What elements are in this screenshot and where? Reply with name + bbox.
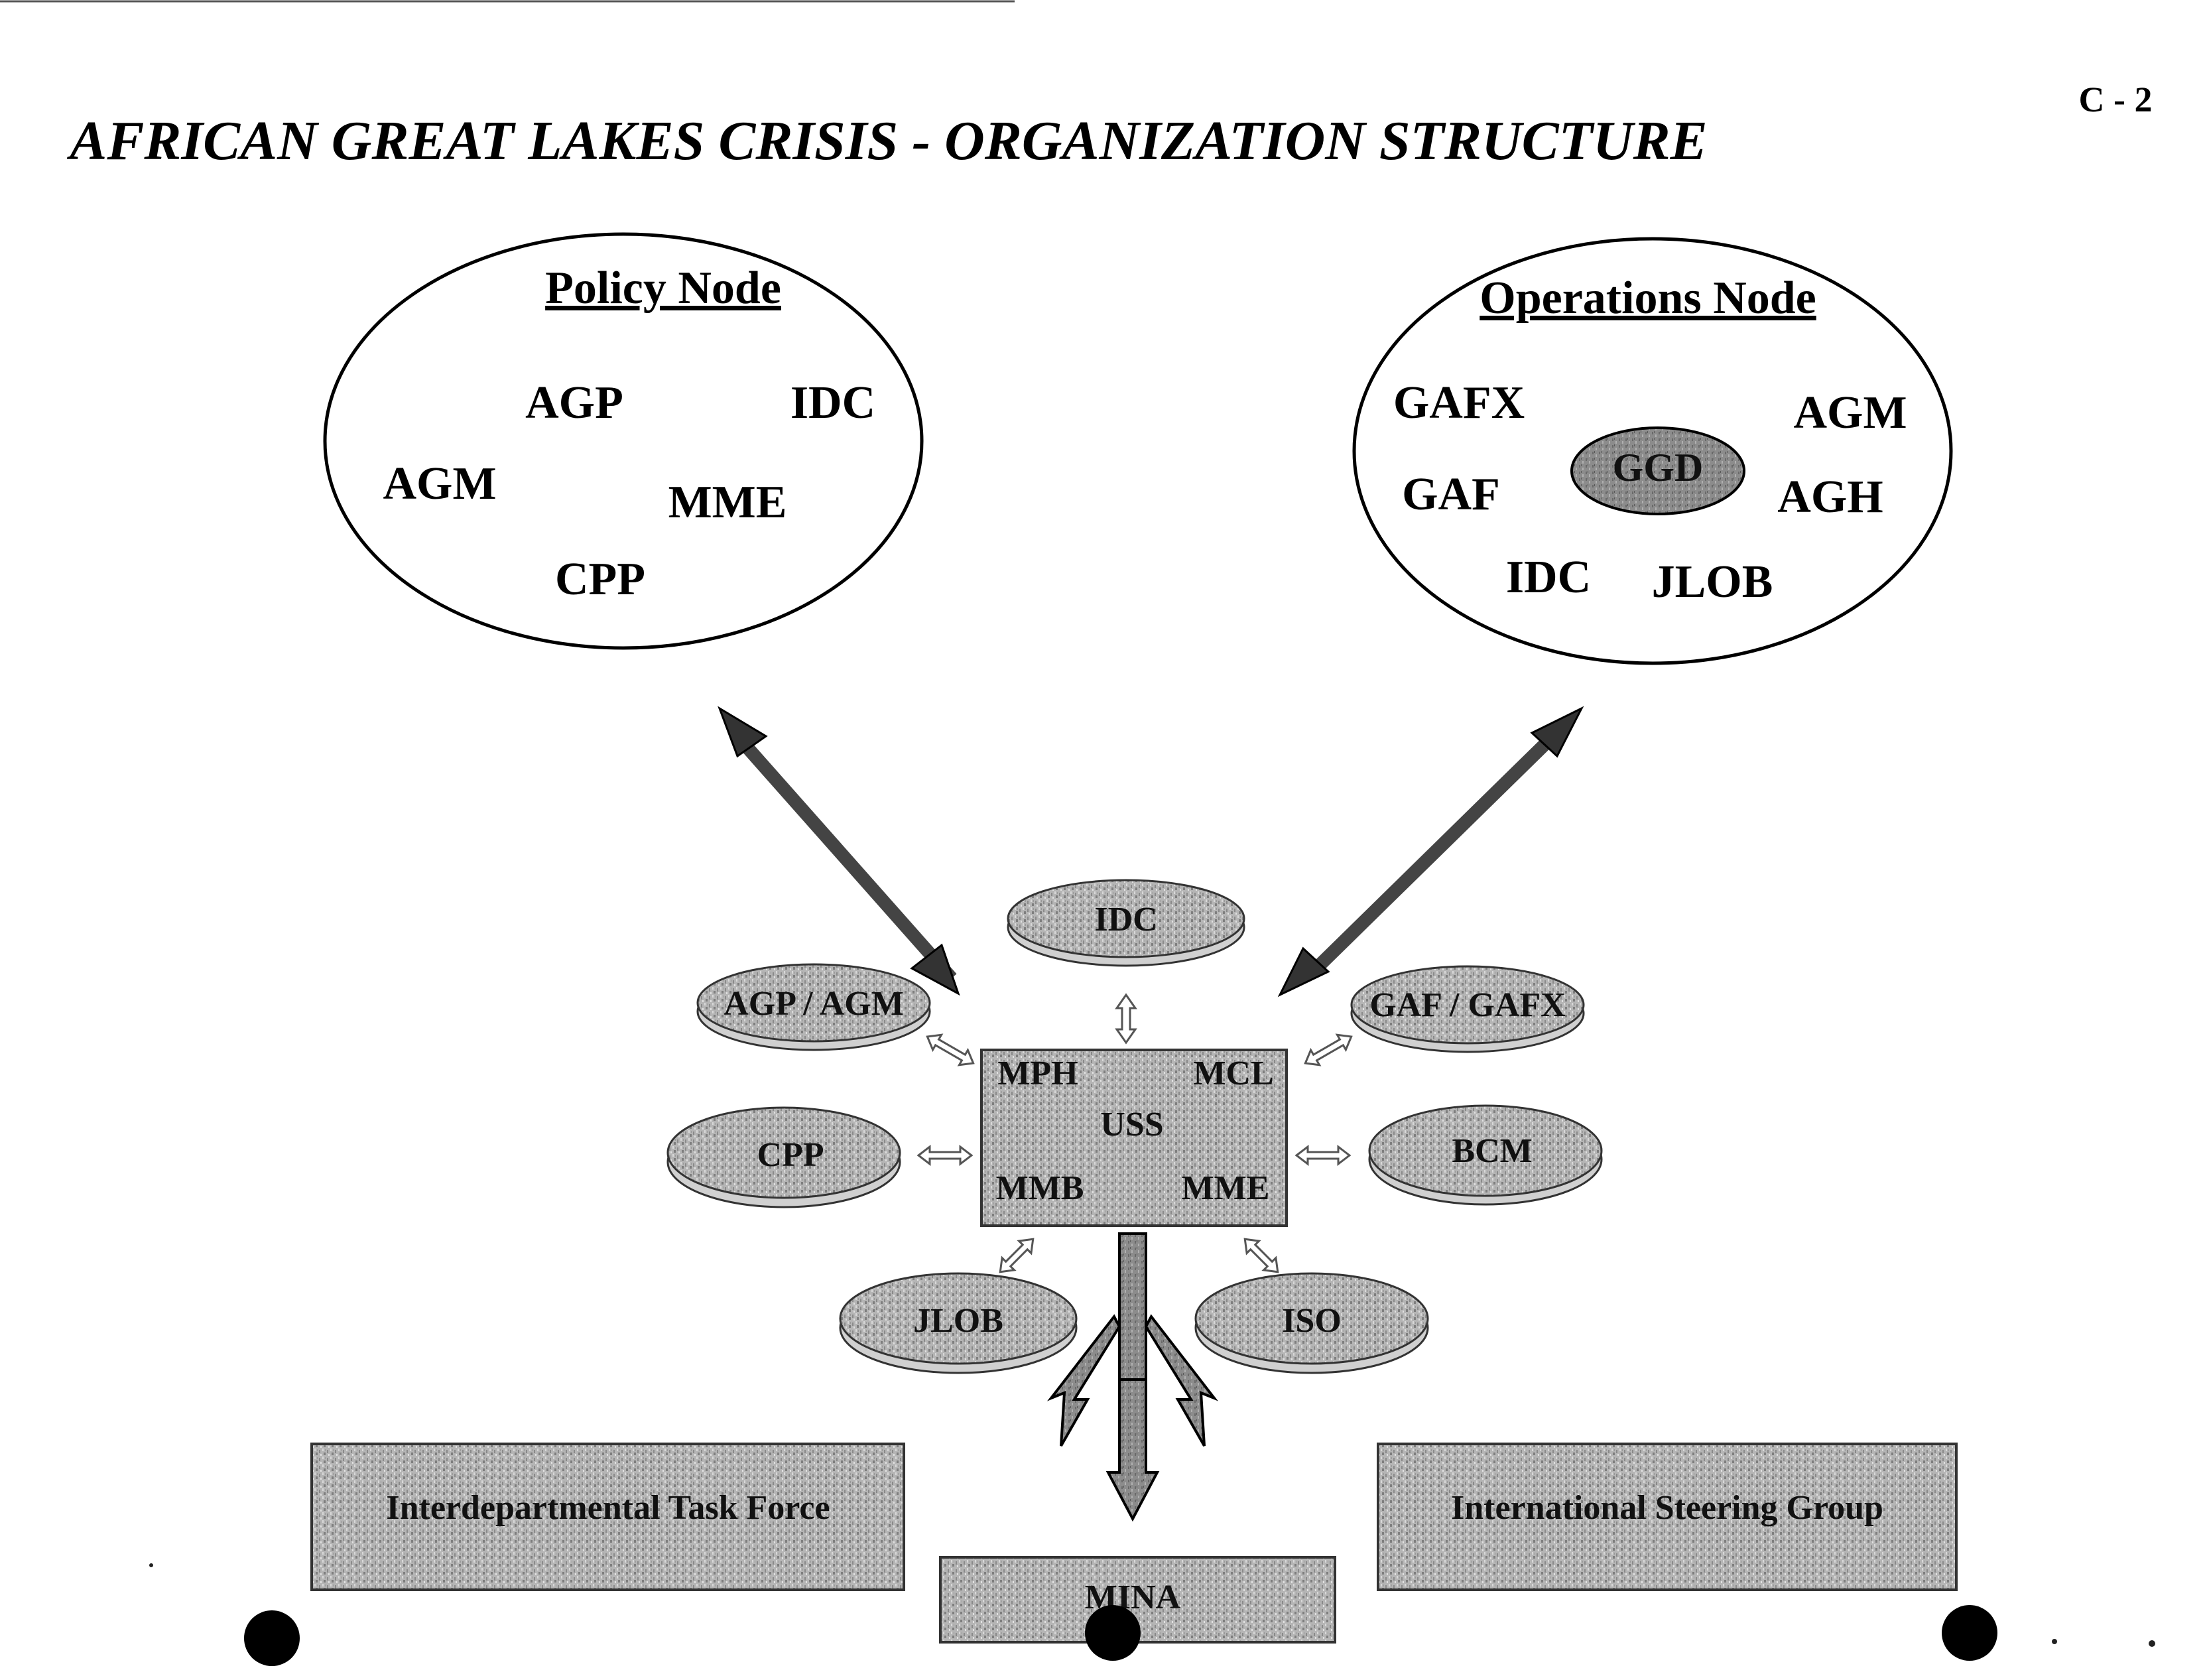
- hub-corner-label: MCL: [1193, 1055, 1273, 1092]
- box-mina: MINA: [939, 1556, 1336, 1644]
- scan-speck: [2052, 1639, 2057, 1644]
- satellite-label: JLOB: [913, 1302, 1003, 1340]
- operations-node: Operations Node GAFX AGM GAF AGH IDC JLO…: [1352, 237, 1953, 665]
- connector-arrow: [1294, 1144, 1352, 1167]
- connector-arrow: [926, 1033, 975, 1066]
- satellite-idc: IDC: [1007, 879, 1245, 967]
- operations-member: JLOB: [1652, 556, 1773, 608]
- policy-member: CPP: [555, 554, 645, 605]
- satellite-label: GAF / GAFX: [1369, 986, 1566, 1024]
- satellite-cpp: CPP: [666, 1106, 901, 1208]
- page-title: AFRICAN GREAT LAKES CRISIS - ORGANIZATIO…: [66, 110, 1707, 172]
- box-label: Interdepartmental Task Force: [386, 1489, 830, 1527]
- binder-hole: [244, 1610, 300, 1666]
- hub-corner-label: MMB: [996, 1169, 1084, 1207]
- satellite-label: AGP / AGM: [724, 985, 904, 1023]
- satellite-label: CPP: [757, 1136, 824, 1174]
- trident-arrow: [1046, 1232, 1219, 1522]
- box-international-steering-group: International Steering Group: [1377, 1443, 1958, 1591]
- policy-node-ellipse: [323, 232, 924, 650]
- satellite-label: IDC: [1094, 901, 1157, 938]
- satellite-label: BCM: [1452, 1132, 1532, 1170]
- hub-center-label: USS: [1100, 1106, 1163, 1143]
- hub-box: MPH MCL USS MMB MME: [980, 1049, 1288, 1227]
- policy-node-heading: Policy Node: [545, 263, 781, 314]
- policy-link-arrow: [718, 706, 960, 996]
- hub-corner-label: MPH: [997, 1055, 1078, 1092]
- box-label: International Steering Group: [1451, 1489, 1883, 1527]
- satellite-jlob: JLOB: [839, 1272, 1078, 1374]
- operations-member: AGH: [1777, 472, 1883, 523]
- policy-member: AGM: [383, 458, 496, 509]
- box-interdepartmental-task-force: Interdepartmental Task Force: [310, 1443, 905, 1591]
- policy-member: MME: [668, 477, 787, 528]
- satellite-agp-agm: AGP / AGM: [696, 963, 931, 1051]
- binder-hole: [1942, 1605, 1997, 1661]
- satellite-label: ISO: [1282, 1302, 1342, 1340]
- operations-member: AGM: [1793, 387, 1907, 438]
- operations-member: IDC: [1506, 552, 1591, 603]
- page-number: C - 2: [2079, 80, 2153, 119]
- connector-arrow: [999, 1238, 1035, 1273]
- scan-speck: [149, 1563, 153, 1567]
- ggd-ellipse: [1570, 426, 1745, 515]
- policy-member: IDC: [790, 377, 875, 428]
- policy-node: Policy Node AGP IDC AGM MME CPP: [323, 232, 924, 650]
- binder-hole: [1085, 1605, 1141, 1661]
- policy-member: AGP: [525, 377, 623, 428]
- connector-arrow: [1243, 1238, 1279, 1273]
- satellite-iso: ISO: [1194, 1272, 1429, 1374]
- connector-arrow: [1115, 993, 1137, 1045]
- small-connector-arrows: [916, 993, 1353, 1273]
- scan-speck: [2149, 1640, 2155, 1647]
- operations-member: GAF: [1402, 469, 1500, 520]
- ggd-label: GGD: [1613, 446, 1704, 489]
- hub-corner-label: MME: [1182, 1169, 1270, 1207]
- operations-member: GAFX: [1393, 377, 1525, 428]
- connector-arrow: [916, 1144, 974, 1167]
- satellite-gaf-gafx: GAF / GAFX: [1350, 965, 1585, 1053]
- operations-link-arrow: [1277, 706, 1584, 998]
- operations-node-heading: Operations Node: [1480, 273, 1816, 324]
- connector-arrow: [1304, 1033, 1353, 1066]
- satellite-bcm: BCM: [1368, 1104, 1603, 1206]
